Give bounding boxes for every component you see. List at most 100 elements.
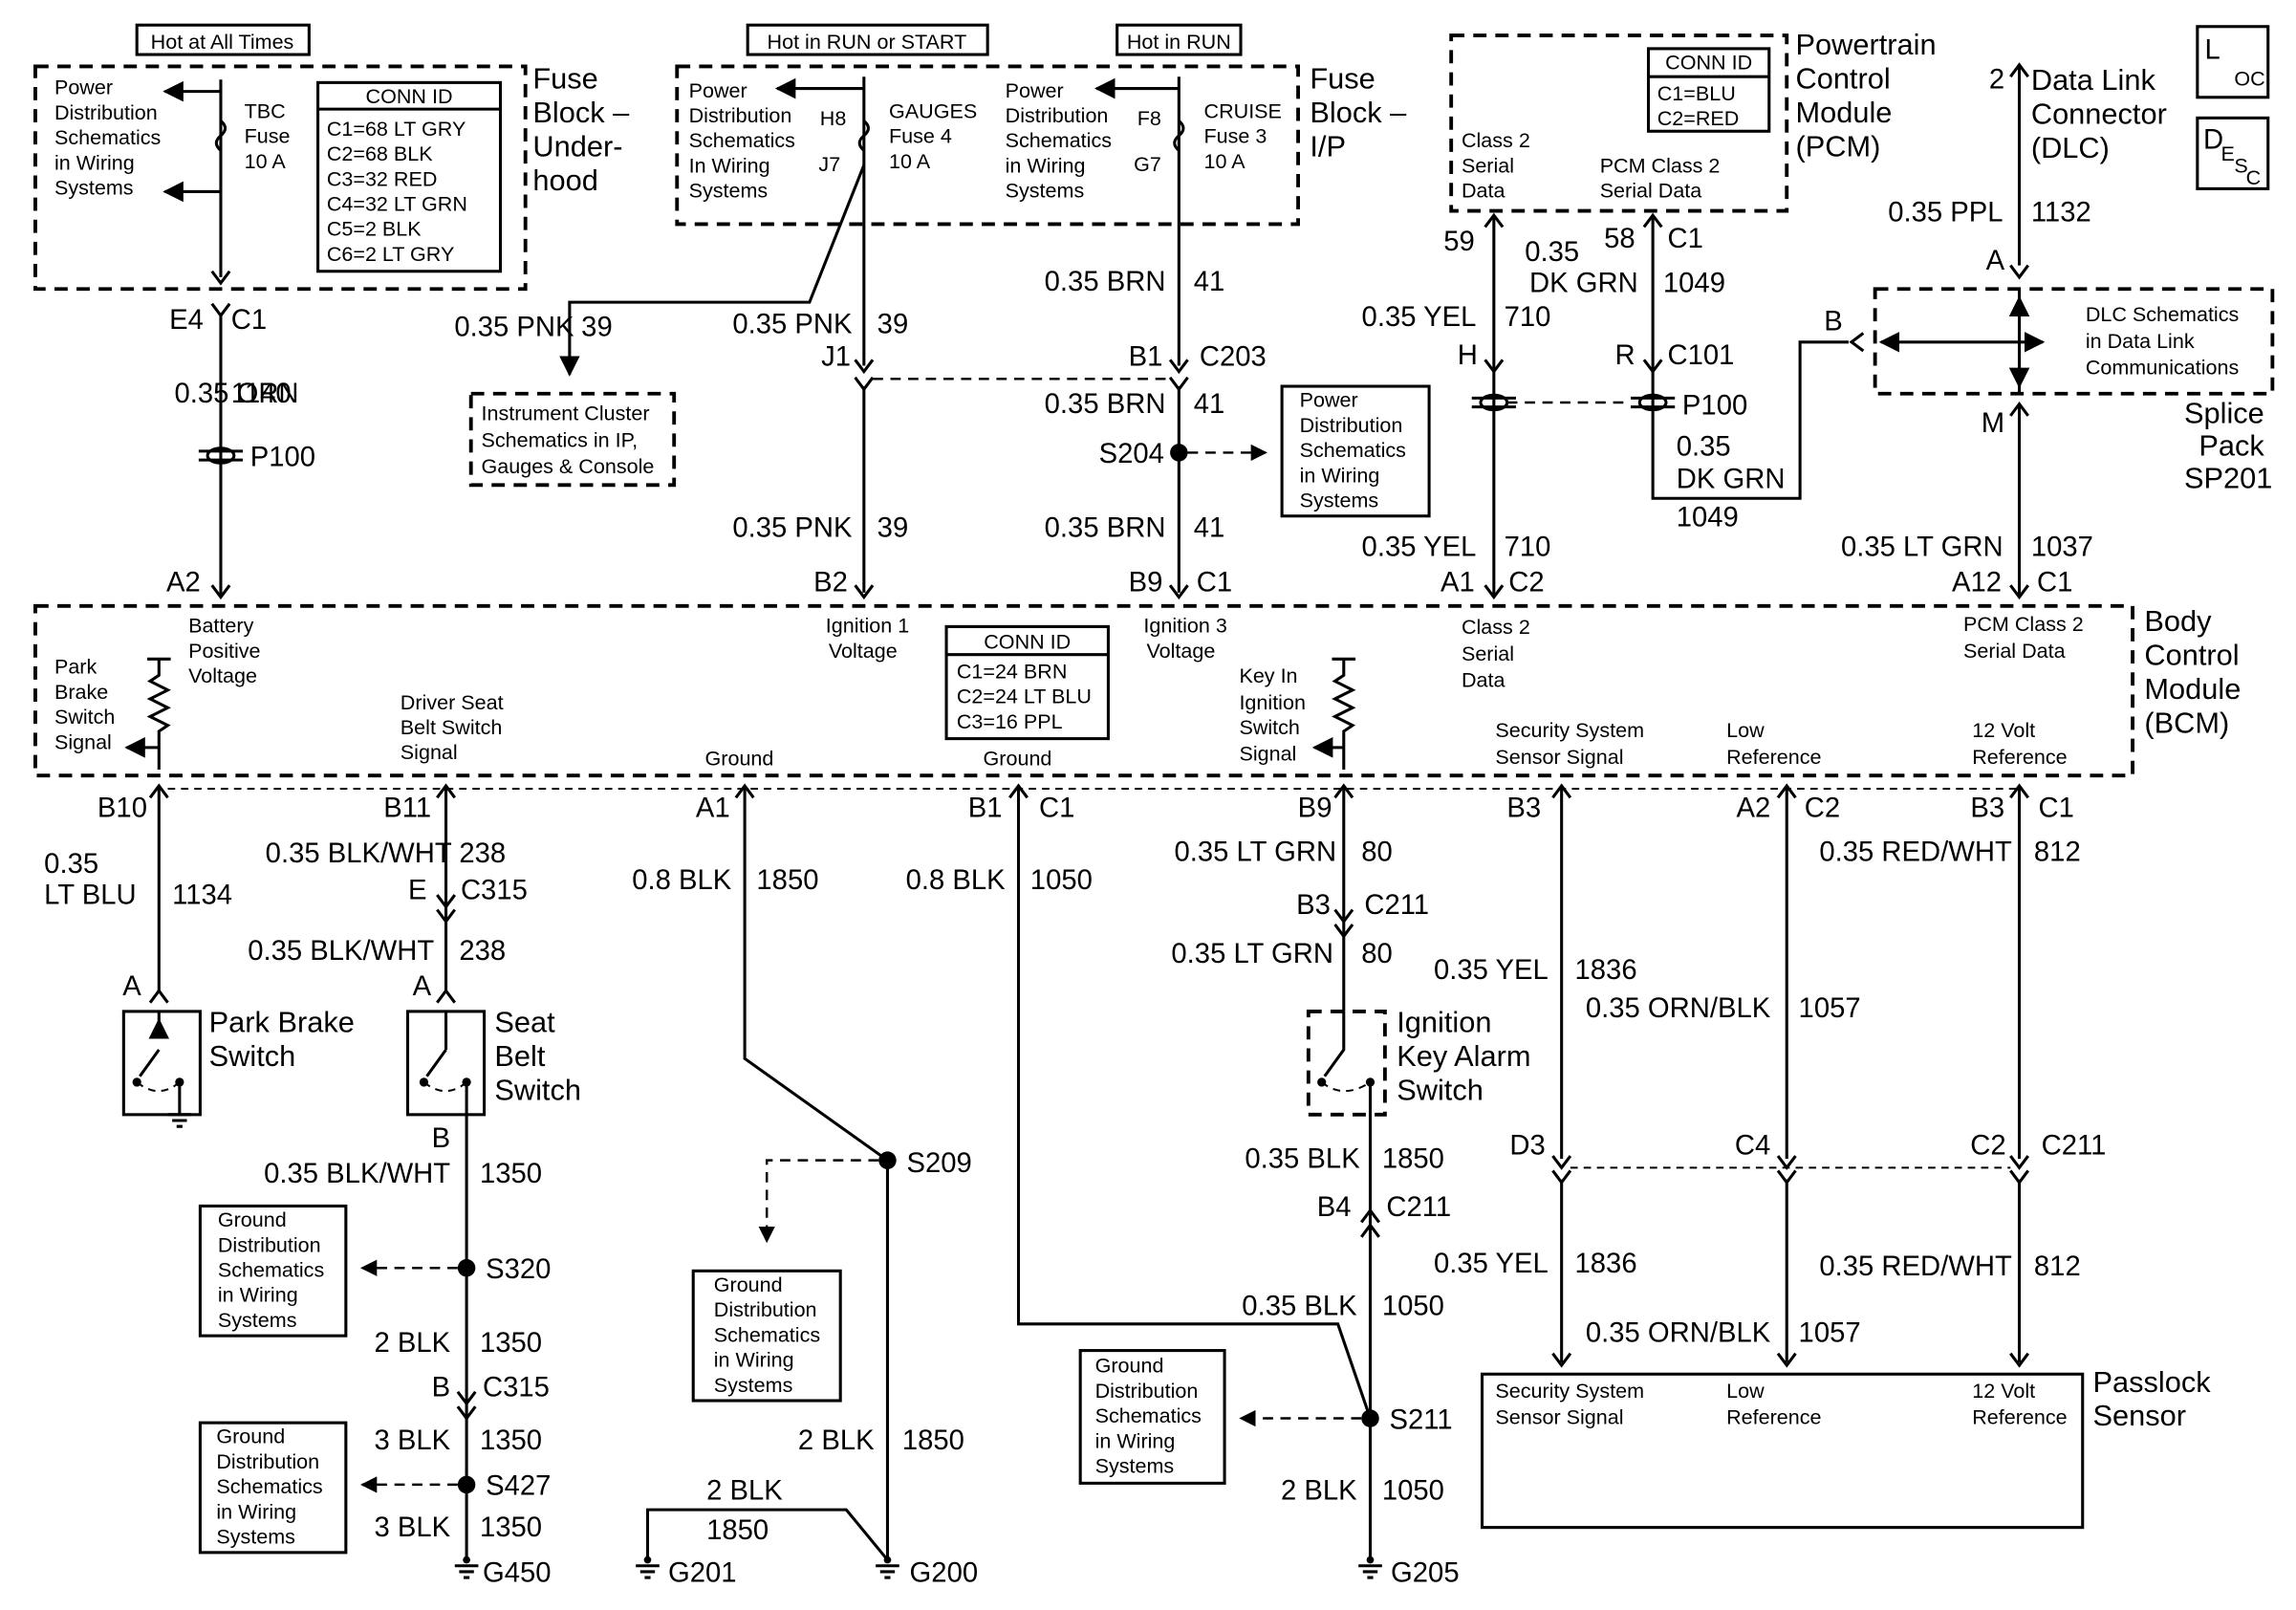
gauges-fuse-label: GAUGES Fuse 4 10 A [889,98,983,172]
conn-id-bcm-lines: C1=24 BRN C2=24 LT BLU C3=16 PPL [957,659,1097,732]
circuit-number: 1850 [756,865,818,896]
conn-id-underhood-lines: C1=68 LT GRY C2=68 BLK C3=32 RED C4=32 L… [327,117,473,266]
passlock-sensor: Security System Sensor Signal Low Refere… [1480,1365,2211,1530]
circuit-number: 1850 [902,1425,964,1456]
pin-a: A [122,971,141,1002]
bcm-pin-driver-seat: Driver Seat Belt Switch Signal [401,690,509,764]
wire-label: 0.35 PNK [454,313,574,343]
ground-g205: G205 [1391,1558,1460,1589]
wire-label: DK GRN [1677,464,1786,494]
svg-text:C: C [2246,165,2262,189]
pin-b: B [432,1372,451,1403]
fuse-block-ip-title: Fuse Block – I/P [1310,62,1414,163]
connector-c315: C315 [483,1372,550,1403]
svg-text:OC: OC [2234,66,2264,90]
pin-b2: B2 [813,567,848,598]
ground-g200: G200 [910,1558,979,1589]
circuit-1140: E4 C1 0.35 ORN 1140 P100 A2 [166,302,315,600]
circuit-number: 812 [2034,838,2081,868]
pin-b3: B3 [1506,793,1541,823]
splice-s320-label: S320 [486,1254,551,1285]
loc-icon[interactable]: L OC [2196,25,2270,99]
ref-power-distribution-ip-1: Power Distribution Schematics In Wiring … [689,78,801,203]
svg-text:S: S [2234,153,2247,177]
connector-e4: E4 [169,305,204,336]
connector-p100: P100 [1682,390,1747,421]
wire-label: 0.35 BLK/WHT [266,838,452,869]
pin-b11: B11 [383,793,431,823]
connector-c315: C315 [461,876,528,906]
wire-label: 0.35 BLK/WHT [248,936,434,967]
circuit-238: B11 0.35 BLK/WHT 238 E C315 0.35 BLK/WHT… [198,783,581,1589]
connector-c211: C211 [1364,890,1429,921]
dlc-title: Data Link Connector (DLC) [2031,63,2176,164]
svg-text:E: E [2220,141,2234,165]
ground-symbol [876,1564,899,1579]
circuit-1134: B10 0.35 LT BLU 1134 A Park Brake Switch [44,783,355,1128]
ref-power-distribution-uh: Power Distribution Schematics in Wiring … [54,76,166,200]
body-control-module: Body Control Module (BCM) CONN ID C1=24 … [33,603,2241,778]
circuit-number: 39 [581,313,613,343]
pcm: Powertrain Control Module (PCM) CONN ID … [1449,28,1937,213]
pin-b: B [432,1123,451,1154]
circuit-number: 1134 [172,880,232,910]
wire-label: 0.35 BRN [1045,512,1166,543]
circuit-number: 41 [1194,389,1225,420]
pin-b9: B9 [1298,793,1332,823]
wire-label: 0.8 BLK [906,865,1007,896]
ref-ground-distribution-s427 [198,1421,348,1555]
pin-c4: C4 [1735,1130,1770,1161]
gauges-fuse-symbol [857,120,870,152]
wire-label: 0.35 PNK [732,512,853,543]
ground-symbol [167,1113,192,1128]
bcm-pin-low-ref: Low Reference [1726,718,1821,769]
pin-e: E [408,876,427,906]
pin-m: M [1982,408,2004,439]
circuit-number: 812 [2034,1251,2081,1282]
circuit-number: 39 [877,310,909,340]
pin-d3: D3 [1509,1130,1545,1161]
desc-icon[interactable]: D E S C [2196,116,2270,190]
ground-symbol [454,1564,479,1579]
connector-c1-label: C1 [2039,793,2074,823]
bcm-pin-key-in: Key In Ignition Switch Signal [1239,664,1310,766]
circuit-1050: B1 C1 0.8 BLK 1050 [906,783,1372,1420]
circuit-number: 1850 [706,1515,769,1546]
hot-in-run-or-start-box [746,23,989,56]
wire-label: 2 BLK [1281,1475,1357,1506]
circuit-number: 238 [459,838,506,869]
bcm-pin-ign3: Ignition 3 Voltage [1143,614,1232,663]
wire-label: 0.35 BLK [1242,1292,1357,1322]
ref-instrument-cluster-text: Instrument Cluster Schematics in IP, Gau… [481,401,655,478]
circuit-number: 80 [1361,939,1393,969]
data-link-connector: 2 Data Link Connector (DLC) 0.35 PPL 113… [1824,62,2275,600]
bcm-pin-class2: Class 2 Serial Data [1462,615,1536,692]
circuit-number: 41 [1194,512,1225,543]
connector-c101: C101 [1668,340,1735,371]
fuse-block-underhood-outline [33,64,528,292]
circuit-number: 1140 [231,379,292,409]
ground-g450: G450 [483,1558,552,1589]
wire-label: 0.35 ORN/BLK [1586,1317,1771,1348]
ref-power-distribution-s204-text: Power Distribution Schematics in Wiring … [1300,388,1412,512]
circuit-number: 1050 [1382,1292,1444,1322]
passlock-circuits: B3 A2 C2 B3 C1 0.35 RED/WHT 812 0.35 YEL… [1434,783,2106,1368]
wire-label: 2 BLK [374,1328,450,1359]
connector-c211: C211 [1386,1192,1451,1223]
wire-label: 0.35 BRN [1045,267,1166,297]
pin-a2: A2 [1737,793,1771,823]
wire-label: 0.35 YEL [1362,302,1477,333]
circuit-number: 1057 [1799,993,1861,1024]
circuit-1850: A1 0.8 BLK 1850 S209 Ground Distribution… [632,783,979,1589]
conn-id-underhood [316,80,503,273]
ref-power-distribution-ip-2: Power Distribution Schematics in Wiring … [1006,78,1117,203]
bcm-pin-12v-ref: 12 Volt Reference [1972,718,2067,769]
tbc-fuse-label: TBC Fuse 10 A [245,98,296,172]
splice-s209-label: S209 [906,1148,971,1179]
ref-ground-distribution-s320-text: Ground Distribution Schematics in Wiring… [218,1208,330,1332]
conn-id-pcm-title: CONN ID [1665,50,1752,74]
circuit-number: 1132 [2031,197,2091,228]
connector-c1-label: C1 [1039,793,1074,823]
circuit-number: 1049 [1663,268,1725,298]
ground-symbol [636,1564,660,1579]
